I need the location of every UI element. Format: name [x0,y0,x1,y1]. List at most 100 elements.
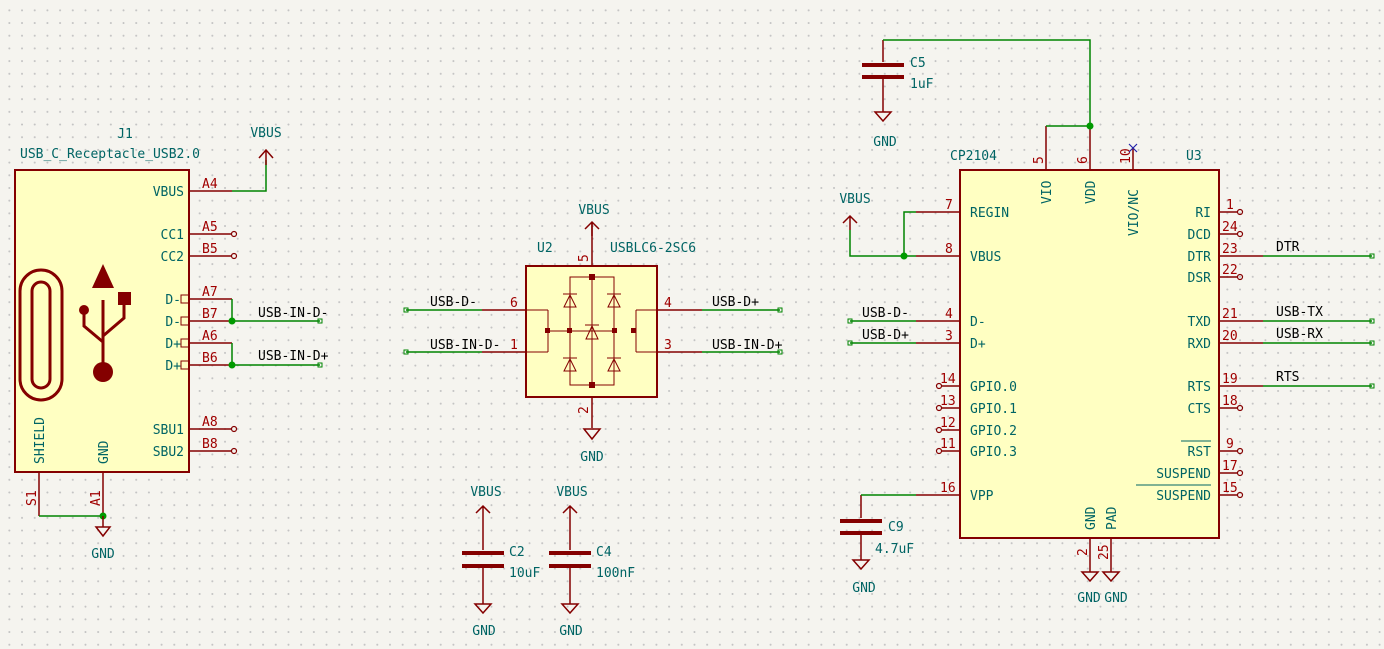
pin-number: B8 [202,437,218,452]
pin-name: CC1 [161,228,184,243]
j1-pin-vbus[interactable]: VBUS A4 [153,177,232,200]
net-label-usb-rx: USB-RX [1276,327,1323,342]
pin-number: A8 [202,415,218,430]
gnd-power-symbol-j1: GND [91,516,115,562]
pin-name: CC2 [161,250,184,265]
j1-pin-shield[interactable]: SHIELD S1 [25,417,48,516]
pin-name: CTS [1188,402,1211,417]
pin-number: 6 [510,296,518,311]
u3-pin-vbus[interactable]: VBUS 8 [916,242,1001,265]
u3-pin-dtr[interactable]: DTR 23 [1188,242,1263,265]
u3-pin-gnd[interactable]: GND 2 [1076,506,1099,572]
pin-number: 8 [945,242,953,257]
j1-pin-sbu2[interactable]: SBU2 B8 [153,437,238,460]
pin-name: DCD [1188,228,1212,243]
c9-value: 4.7uF [875,542,914,557]
u3-pin-gpio2[interactable]: GPIO.2 12 [935,416,1017,439]
u3-pin-vpp[interactable]: VPP 16 [916,481,994,504]
u3-pin-ri[interactable]: RI 1 [1195,198,1244,221]
j1-pin-dm-a7[interactable]: D- A7 [165,285,232,308]
u3-body [959,169,1220,539]
u3-pin-suspend[interactable]: SUSPEND 17 [1156,459,1244,482]
j1-pin-dp-b6[interactable]: D+ B6 [165,351,232,374]
pin-name: SUSPEND [1156,467,1211,482]
pin-name: TXD [1188,315,1212,330]
u2-pin-1[interactable]: 1 [482,338,526,353]
u2-value: USBLC6-2SC6 [610,241,696,256]
u2-esd-protection[interactable]: U2 USBLC6-2SC6 6 [482,222,702,428]
pin-number: B6 [202,351,218,366]
capacitor-c4[interactable]: VBUS C4 100nF GND [549,485,635,639]
pin-name: D- [165,293,181,308]
pin-name: D+ [165,359,181,374]
u3-pin-gpio0[interactable]: GPIO.0 14 [935,372,1017,395]
u2-pin-6[interactable]: 6 [482,296,526,311]
u3-pin-regin[interactable]: REGIN 7 [916,198,1009,221]
u3-pin-dsr[interactable]: DSR 22 [1188,263,1244,286]
pin-number: 12 [940,416,956,431]
c2-value: 10uF [509,566,540,581]
j1-pin-dm-b7[interactable]: D- B7 [165,307,232,330]
u3-usb-uart-bridge[interactable]: CP2104 U3 REGIN 7 VBUS 8 D- 4 D+ 3 GPIO.… [916,126,1263,572]
pin-name: VBUS [970,250,1001,265]
c2-reference: C2 [509,545,525,560]
vbus-power-symbol-u3: VBUS [839,192,871,230]
j1-usb-c-receptacle[interactable]: J1 USB_C_Receptacle_USB2.0 VBUS A4 CC1 A… [14,127,238,516]
u2-pin-2[interactable]: 2 [577,397,593,428]
pin-number: 21 [1222,307,1238,322]
u3-pin-vio[interactable]: VIO 5 [1032,126,1055,204]
vbus-power-symbol-j1: VBUS [250,126,282,165]
pin-name: VDD [1084,180,1099,204]
pin-number: 3 [945,329,953,344]
u3-pin-rts[interactable]: RTS 19 [1188,372,1263,395]
u3-pin-dcd[interactable]: DCD 24 [1188,220,1244,243]
c5-reference: C5 [910,56,926,71]
power-label: VBUS [578,203,609,218]
u3-pin-rxd[interactable]: RXD 20 [1188,329,1263,352]
u3-pin-gpio3[interactable]: GPIO.3 11 [935,437,1017,460]
u3-pin-suspend-n[interactable]: SUSPEND 15 [1136,481,1244,504]
power-label: GND [472,624,496,639]
u3-pin-vdd[interactable]: VDD 6 [1076,126,1099,204]
pin-name: GPIO.0 [970,380,1017,395]
pin-number: 7 [945,198,953,213]
pin-name: SBU2 [153,445,184,460]
pin-number: A4 [202,177,218,192]
net-label-usb-dm-u2: USB-D- [430,295,477,310]
pin-number: 15 [1222,481,1238,496]
pin-name: DSR [1188,271,1212,286]
u3-pin-dp[interactable]: D+ 3 [916,329,986,352]
pin-name: GPIO.3 [970,445,1017,460]
j1-pin-dp-a6[interactable]: D+ A6 [165,329,232,352]
u2-pin-5[interactable]: 5 [577,222,593,266]
u3-pin-dm[interactable]: D- 4 [916,307,986,330]
pin-name: GND [97,440,112,464]
u2-pin-4[interactable]: 4 [657,296,702,311]
j1-pin-cc2[interactable]: CC2 B5 [161,242,238,265]
gnd-power-symbols-u3: GND GND [1077,571,1128,606]
u3-value: CP2104 [950,149,997,164]
u2-reference: U2 [537,241,553,256]
net-label-usb-dp-u3: USB-D+ [862,328,909,343]
u3-pin-pad[interactable]: PAD 25 [1097,506,1120,572]
u3-pin-rst[interactable]: RST 9 [1181,437,1244,460]
net-label-usb-tx: USB-TX [1276,305,1323,320]
capacitor-c5[interactable]: C5 1uF GND [862,40,934,150]
capacitor-c2[interactable]: VBUS C2 10uF GND [462,485,540,639]
j1-pin-cc1[interactable]: CC1 A5 [161,220,238,243]
power-label: GND [852,581,876,596]
u3-pin-txd[interactable]: TXD 21 [1188,307,1263,330]
net-label-usb-in-dm-j1: USB-IN-D- [258,306,328,321]
j1-pin-sbu1[interactable]: SBU1 A8 [153,415,238,438]
u3-pin-gpio1[interactable]: GPIO.1 13 [935,394,1017,417]
pin-number: 18 [1222,394,1238,409]
capacitor-c9[interactable]: C9 4.7uF GND [840,495,914,596]
net-label-usb-dp-u2: USB-D+ [712,295,759,310]
j1-pin-gnd[interactable]: GND A1 [89,440,112,516]
pin-number: 5 [1032,156,1047,164]
pin-number: 9 [1226,437,1234,452]
u3-pin-vio-nc[interactable]: VIO/NC 10 [1119,143,1142,236]
pin-name: RTS [1188,380,1211,395]
u3-pin-cts[interactable]: CTS 18 [1188,394,1244,417]
u2-pin-3[interactable]: 3 [657,338,702,353]
